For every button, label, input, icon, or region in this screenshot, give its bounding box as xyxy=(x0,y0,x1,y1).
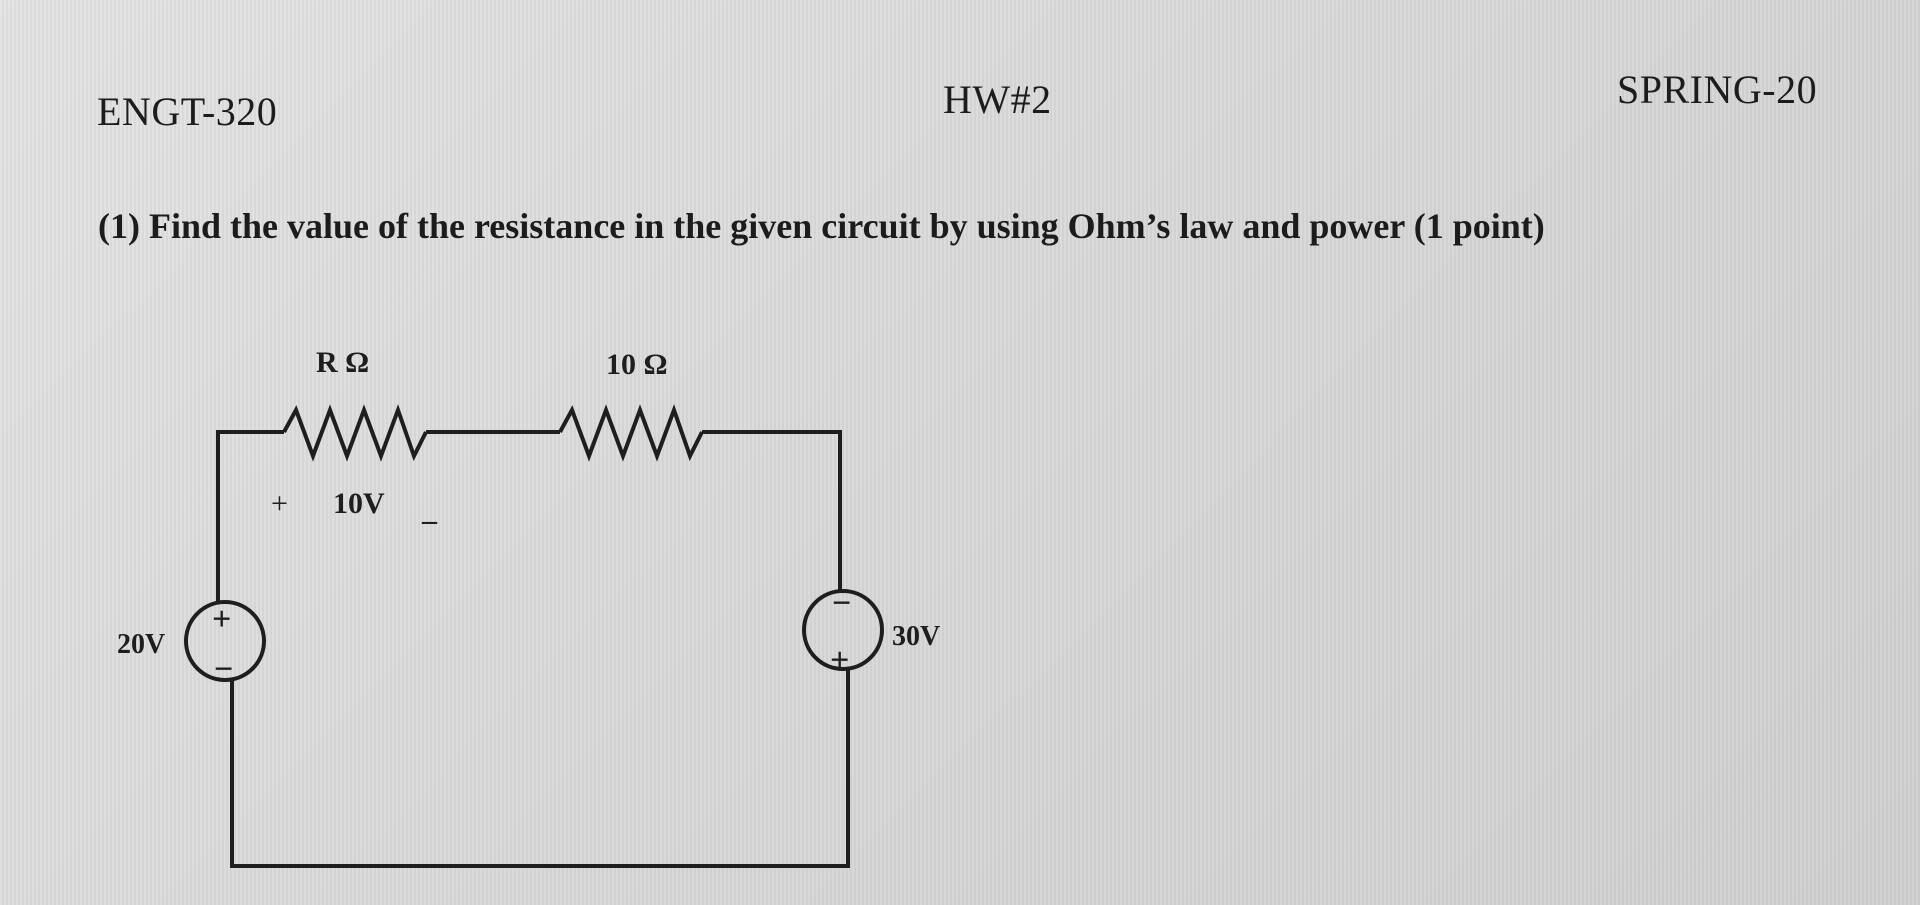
resistor-r-minus-sign: _ xyxy=(421,494,438,527)
question-text: (1) Find the value of the resistance in … xyxy=(98,206,1545,246)
assignment-title: HW#2 xyxy=(943,77,1052,122)
source-right-label: 30V xyxy=(892,621,940,652)
resistor-10-label: 10 Ω xyxy=(606,348,668,381)
source-right-plus-sign: + xyxy=(830,642,849,679)
source-left-plus-sign: + xyxy=(212,601,231,638)
source-right-minus-sign: − xyxy=(832,585,851,622)
source-left-minus-sign: − xyxy=(214,651,233,688)
wire-top-right xyxy=(702,430,842,591)
source-left-label: 20V xyxy=(117,629,165,660)
resistor-r-voltage-label: 10V xyxy=(333,487,385,520)
resistor-r xyxy=(282,404,428,462)
course-code: ENGT-320 xyxy=(97,89,278,134)
voltage-source-right xyxy=(802,589,884,671)
voltage-source-left xyxy=(184,600,266,682)
resistor-r-plus-sign: + xyxy=(271,487,288,520)
resistor-10-ohm xyxy=(558,404,704,462)
wire-top-left xyxy=(216,430,284,603)
resistor-r-label: R Ω xyxy=(316,346,369,379)
wire-bottom xyxy=(230,669,850,868)
term-label: SPRING-20 xyxy=(1617,67,1818,112)
